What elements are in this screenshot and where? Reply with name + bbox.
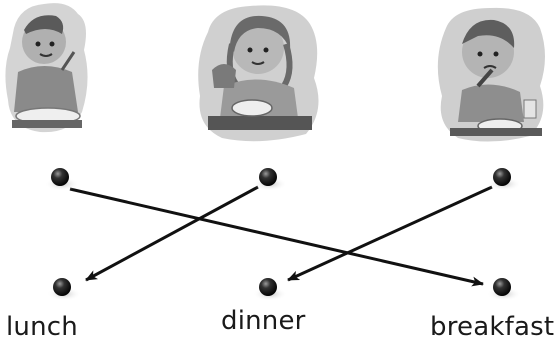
top-dot-2[interactable] — [253, 168, 287, 191]
top-dot-1[interactable] — [45, 168, 79, 191]
arrow-breakfast-picture-to-dinner — [287, 185, 493, 282]
word-dinner: dinner — [221, 306, 306, 336]
arrow-lunch-picture-to-breakfast — [69, 187, 484, 287]
arrow-dinner-picture-to-lunch — [85, 185, 259, 282]
girl-eating-meal-picture — [198, 5, 319, 142]
bottom-dot-1[interactable] — [47, 278, 81, 301]
word-lunch: lunch — [6, 312, 78, 342]
bottom-dot-2[interactable] — [253, 278, 287, 301]
bottom-dot-3[interactable] — [487, 278, 521, 301]
boy-eating-meal-picture — [5, 3, 88, 133]
boy-eating-with-spoon-picture — [437, 7, 545, 142]
top-dot-3[interactable] — [487, 168, 521, 191]
word-breakfast: breakfast — [430, 312, 555, 342]
